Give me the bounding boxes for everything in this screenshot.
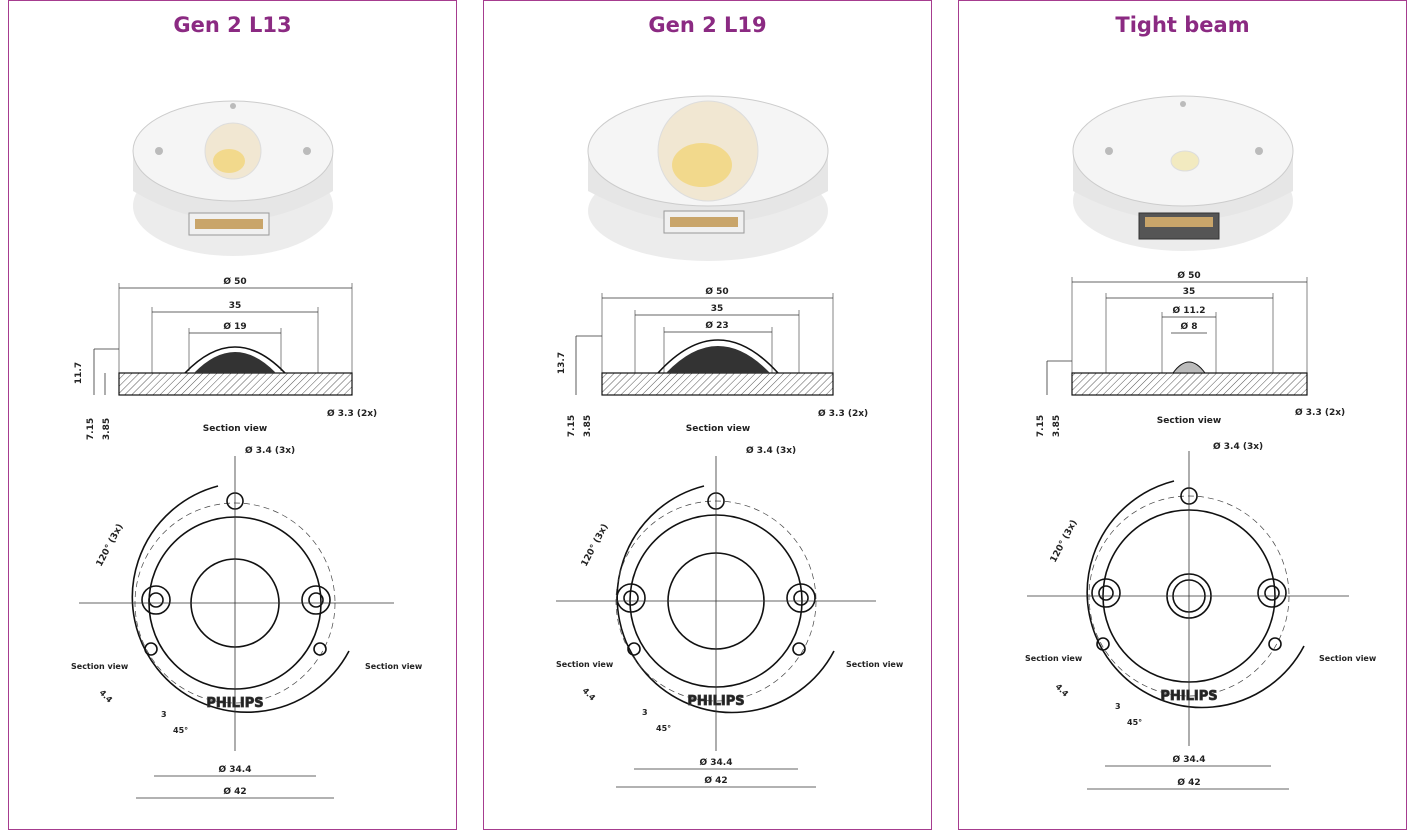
dim-lens: Ø 19 [223,321,246,332]
section-right: Section view [1319,654,1377,663]
panel-title: Tight beam [1115,13,1250,37]
dim-lens: Ø 11.2 [1173,305,1206,316]
section-left: Section view [1025,654,1083,663]
section-label: Section view [686,424,750,434]
dim-h3: 3.85 [102,418,112,440]
dim-plan-hole: Ø 3.4 (3x) [1213,441,1263,452]
technical-drawing: Ø 50 35 Ø 11.2 Ø 8 7.15 3.85 Ø 3.3 (2x) … [1025,95,1377,790]
section-label: Section view [203,424,267,434]
dim-outer: Ø 50 [1177,270,1200,281]
panel-title: Gen 2 L19 [648,13,767,37]
technical-drawing: Ø 50 35 Ø 23 13.7 7.15 3.85 Ø 3.3 (2x) S… [556,95,904,788]
dim-h3: 3.85 [583,415,593,437]
dim-h3: 3.85 [1052,415,1062,437]
dim-pcd: 35 [711,304,724,314]
dim-h2: 7.15 [1036,415,1046,437]
dim-lens: Ø 23 [705,320,728,331]
plan-view: Ø 3.4 (3x) 120° (3x) Section view Sectio… [556,445,904,788]
dim-outer: Ø 50 [705,286,728,297]
panel-title: Gen 2 L13 [173,13,292,37]
dim-hole: Ø 3.3 (2x) [1295,407,1345,418]
brand-mark: PHILIPS [687,694,744,709]
section-left: Section view [556,660,614,669]
dim-3: 3 [161,710,167,719]
section-label: Section view [1157,416,1221,426]
section-left: Section view [71,662,129,671]
dim-hole: Ø 3.3 (2x) [327,408,377,419]
dim-height: 11.7 [74,362,84,384]
dim-3: 3 [642,708,648,717]
dim-42: Ø 42 [704,775,727,786]
dim-45: 45° [1127,718,1142,727]
dim-42: Ø 42 [1177,777,1200,788]
dim-44: 4.4 [98,688,115,705]
panel-gen2-l19: Gen 2 L19 Ø 50 35 Ø 23 13.7 [483,0,932,830]
dim-45: 45° [173,726,188,735]
section-right: Section view [846,660,904,669]
dim-lens-inner: Ø 8 [1180,321,1197,332]
dim-3: 3 [1115,702,1121,711]
dim-pcd: 35 [1183,287,1196,297]
section-view: Ø 50 35 Ø 11.2 Ø 8 7.15 3.85 Ø 3.3 (2x) … [1036,270,1345,437]
panel-tight-beam: Tight beam Ø 50 35 Ø 11.2 Ø 8 [958,0,1407,830]
dim-344: Ø 34.4 [219,764,252,775]
brand-mark: PHILIPS [206,696,263,711]
product-photo [132,100,334,256]
dim-angle: 120° (3x) [1049,518,1080,564]
dim-44: 4.4 [581,686,598,703]
section-view: Ø 50 35 Ø 19 11.7 7.15 3.85 Ø 3.3 (2x) S… [74,276,377,440]
product-photo [1072,95,1294,251]
dim-plan-hole: Ø 3.4 (3x) [245,445,295,456]
plan-view: Ø 3.4 (3x) 120° (3x) Section view Sectio… [1025,441,1377,790]
section-view: Ø 50 35 Ø 23 13.7 7.15 3.85 Ø 3.3 (2x) S… [557,286,868,437]
panel-gen2-l13: Gen 2 L13 Ø 50 35 Ø 19 [8,0,457,830]
section-right: Section view [365,662,423,671]
dim-44: 4.4 [1054,682,1071,699]
dim-h2: 7.15 [567,415,577,437]
dim-hole: Ø 3.3 (2x) [818,408,868,419]
product-photo [587,95,829,261]
dim-angle: 120° (3x) [95,522,126,568]
dim-344: Ø 34.4 [1173,754,1206,765]
plan-view: Ø 3.4 (3x) 120° (3x) Section view Sectio… [71,445,423,799]
technical-drawing: Ø 50 35 Ø 19 11.7 7.15 3.85 Ø 3.3 (2x) S… [71,100,423,799]
dim-h2: 7.15 [86,418,96,440]
dim-outer: Ø 50 [223,276,246,287]
dim-plan-hole: Ø 3.4 (3x) [746,445,796,456]
dim-42: Ø 42 [223,786,246,797]
dim-344: Ø 34.4 [700,757,733,768]
dim-angle: 120° (3x) [580,522,611,568]
dim-pcd: 35 [229,301,242,311]
dim-height: 13.7 [557,352,567,374]
brand-mark: PHILIPS [1160,689,1217,704]
dim-45: 45° [656,724,671,733]
